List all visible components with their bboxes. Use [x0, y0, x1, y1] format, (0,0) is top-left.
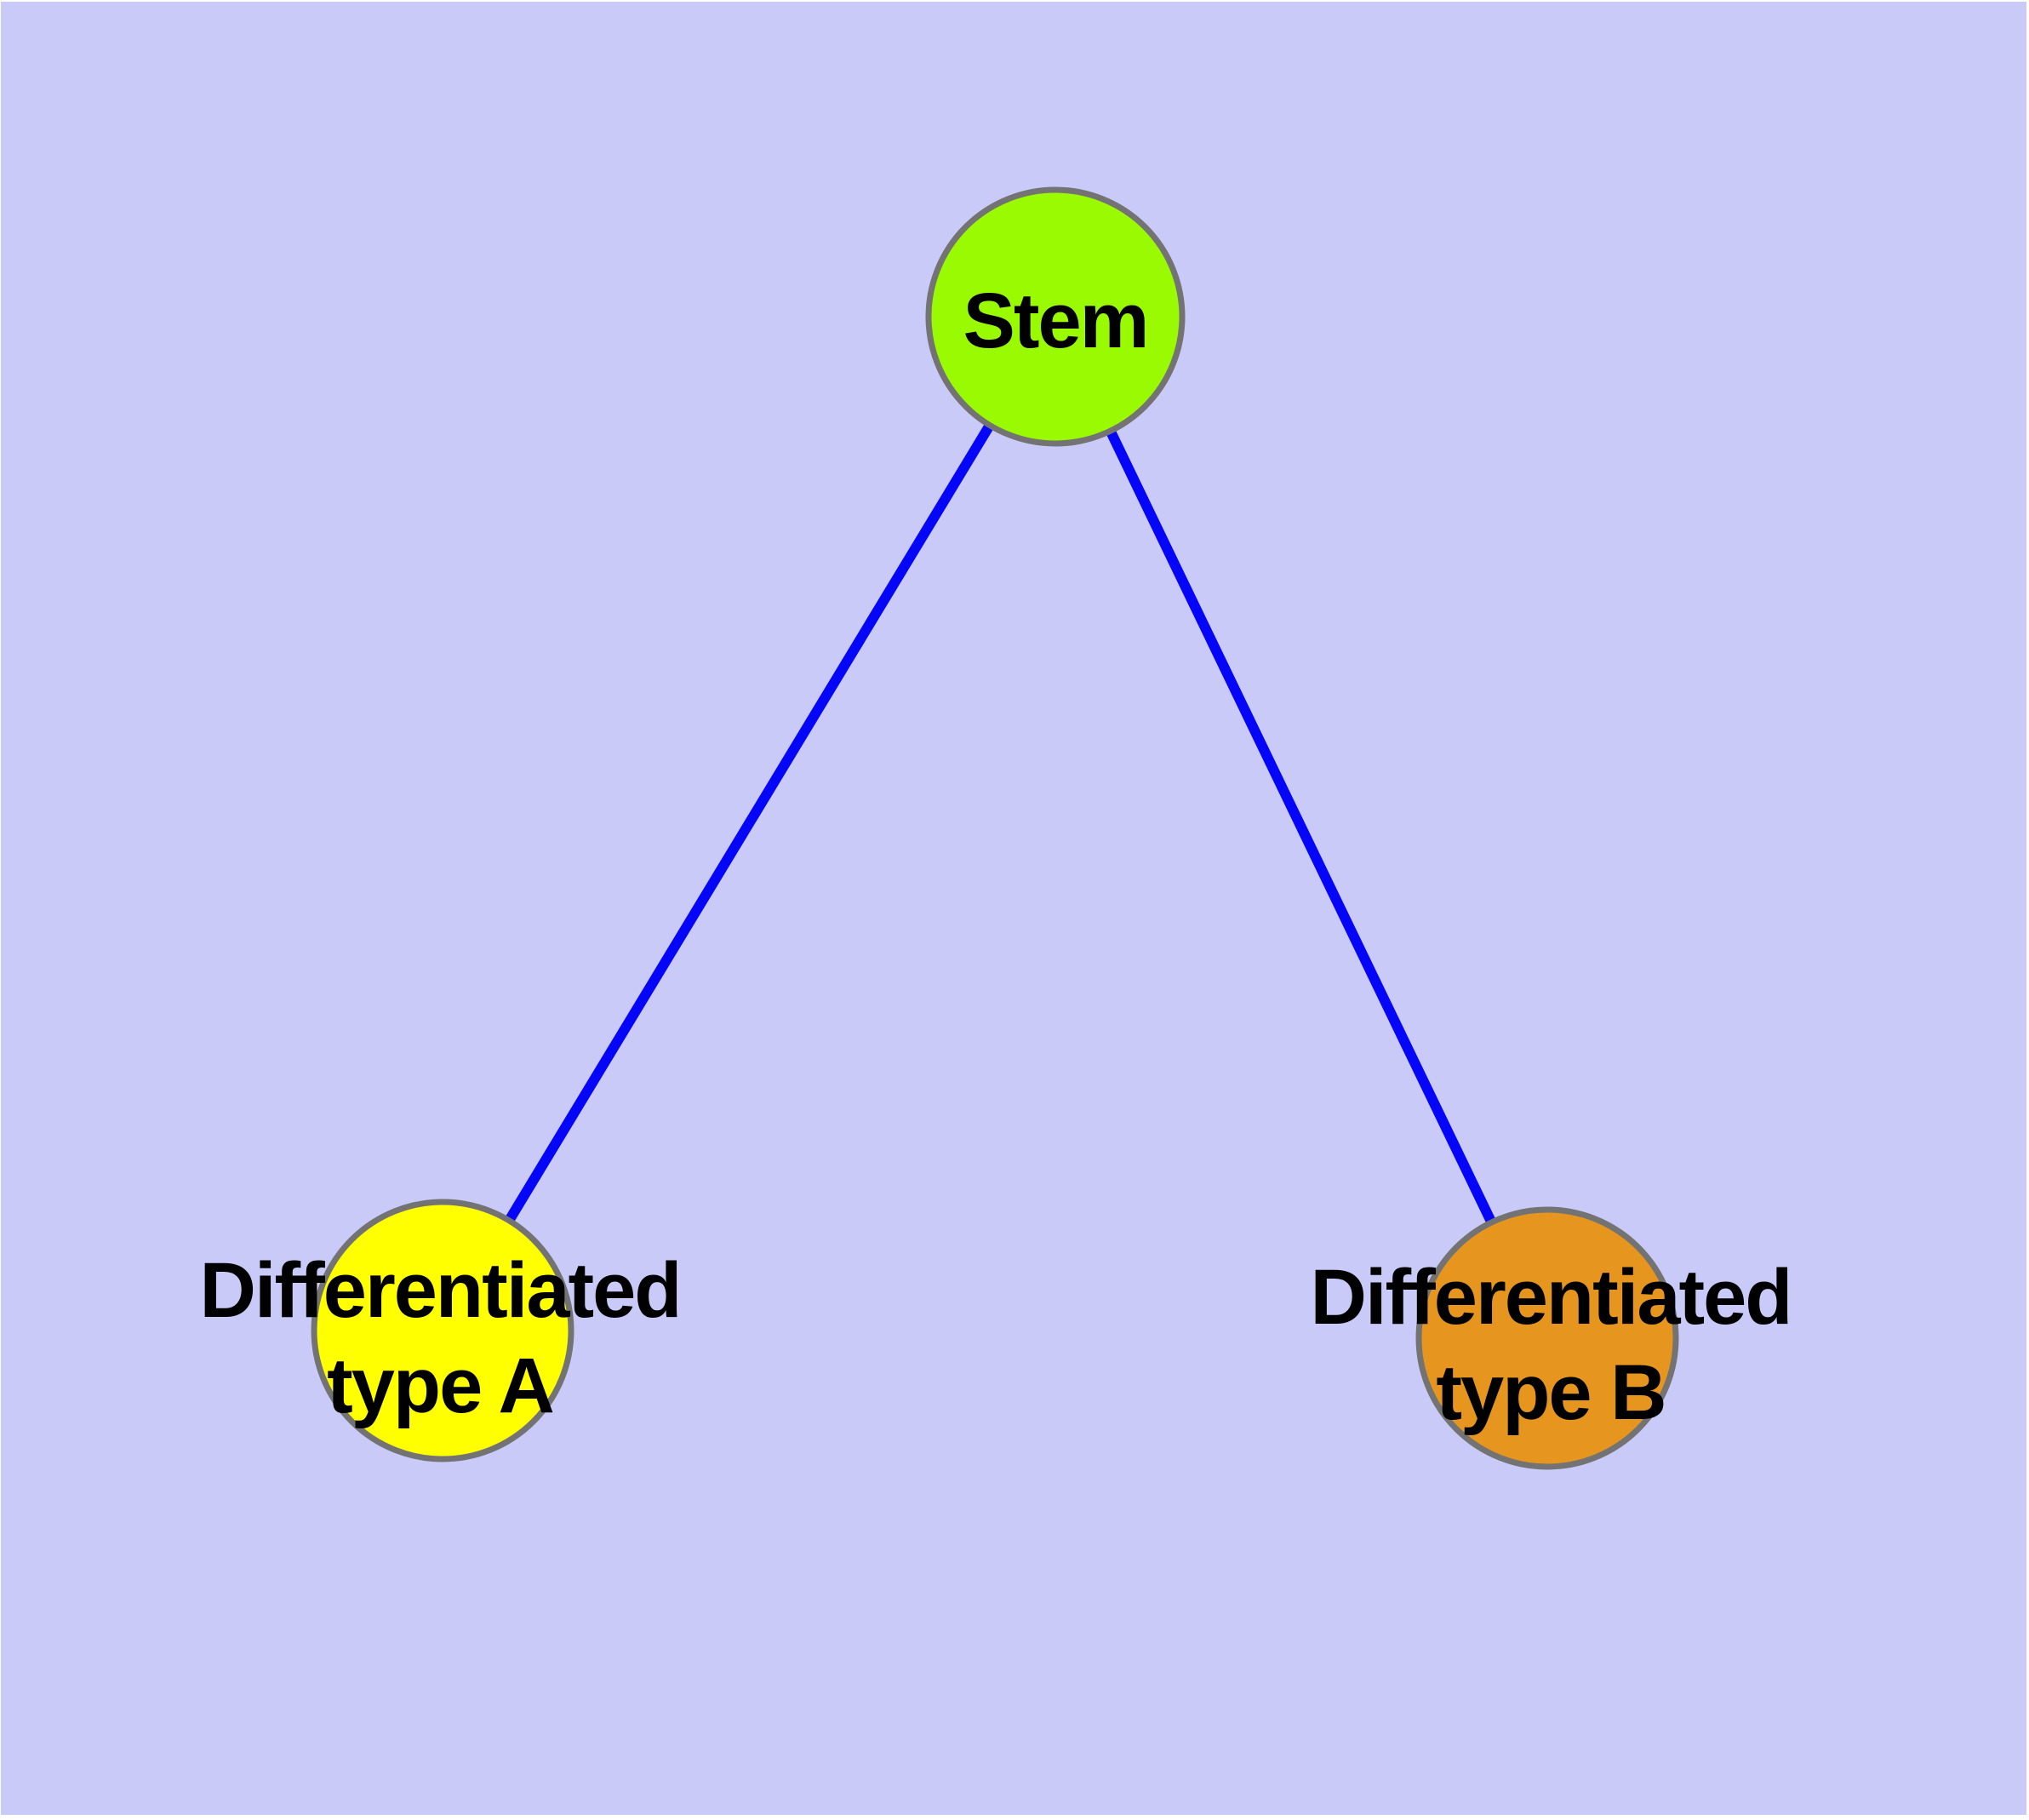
- node-stem[interactable]: [925, 186, 1186, 447]
- node-differentiated-type-a[interactable]: [311, 1199, 574, 1462]
- node-differentiated-type-b[interactable]: [1415, 1206, 1679, 1470]
- edge-stem-to-type-b: [1050, 314, 1552, 1341]
- edge-stem-to-type-a: [437, 313, 1060, 1334]
